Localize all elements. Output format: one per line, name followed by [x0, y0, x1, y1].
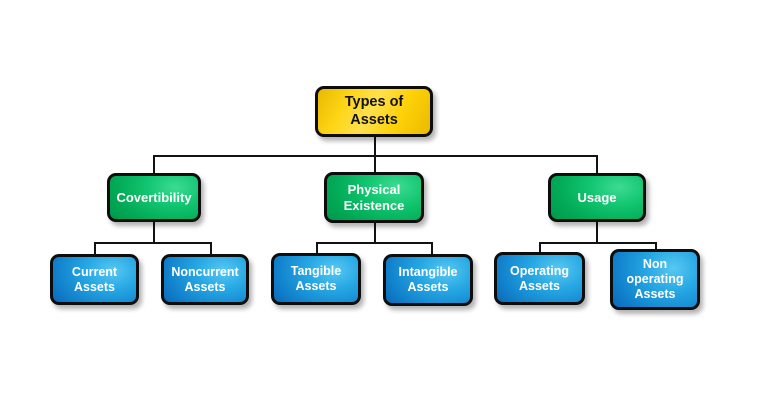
node-types-of-assets[interactable]: Types of Assets	[315, 86, 433, 137]
connector-stem-usage	[596, 221, 598, 243]
connector-drop-current-assets	[94, 242, 96, 255]
node-intangible-assets[interactable]: Intangible Assets	[383, 254, 473, 306]
node-non-operating-assets[interactable]: Non operating Assets	[610, 249, 700, 310]
connector-bus-physical-existence	[316, 242, 433, 244]
connector-drop-usage	[596, 155, 598, 174]
connector-drop-covertibility	[153, 155, 155, 174]
node-label: Current Assets	[71, 264, 118, 294]
connector-bus-covertibility	[94, 242, 212, 244]
connector-drop-noncurrent-assets	[210, 242, 212, 255]
node-label: Noncurrent Assets	[171, 264, 239, 294]
node-covertibility[interactable]: Covertibility	[107, 173, 201, 222]
node-label: Non operating Assets	[626, 257, 684, 301]
node-tangible-assets[interactable]: Tangible Assets	[271, 253, 361, 305]
node-noncurrent-assets[interactable]: Noncurrent Assets	[161, 254, 249, 305]
node-physical-existence[interactable]: Physical Existence	[324, 172, 424, 223]
connector-stem-covertibility	[153, 221, 155, 243]
node-label: Operating Assets	[509, 263, 570, 293]
connector-root-stem	[374, 136, 376, 156]
connector-stem-physical-existence	[374, 221, 376, 243]
connector-drop-tangible-assets	[316, 242, 318, 255]
node-label: Usage	[577, 189, 617, 205]
connector-drop-operating-assets	[539, 242, 541, 255]
node-label: Physical Existence	[343, 182, 405, 213]
node-operating-assets[interactable]: Operating Assets	[494, 252, 585, 305]
connector-drop-non-operating-assets	[655, 242, 657, 255]
node-label: Types of Assets	[344, 94, 404, 128]
node-label: Covertibility	[116, 189, 192, 205]
node-label: Tangible Assets	[290, 264, 342, 293]
node-current-assets[interactable]: Current Assets	[50, 254, 139, 305]
node-usage[interactable]: Usage	[548, 173, 646, 222]
node-label: Intangible Assets	[398, 265, 458, 294]
connector-drop-physical-existence	[374, 155, 376, 174]
connector-drop-intangible-assets	[431, 242, 433, 255]
connector-bus-usage	[539, 242, 657, 244]
